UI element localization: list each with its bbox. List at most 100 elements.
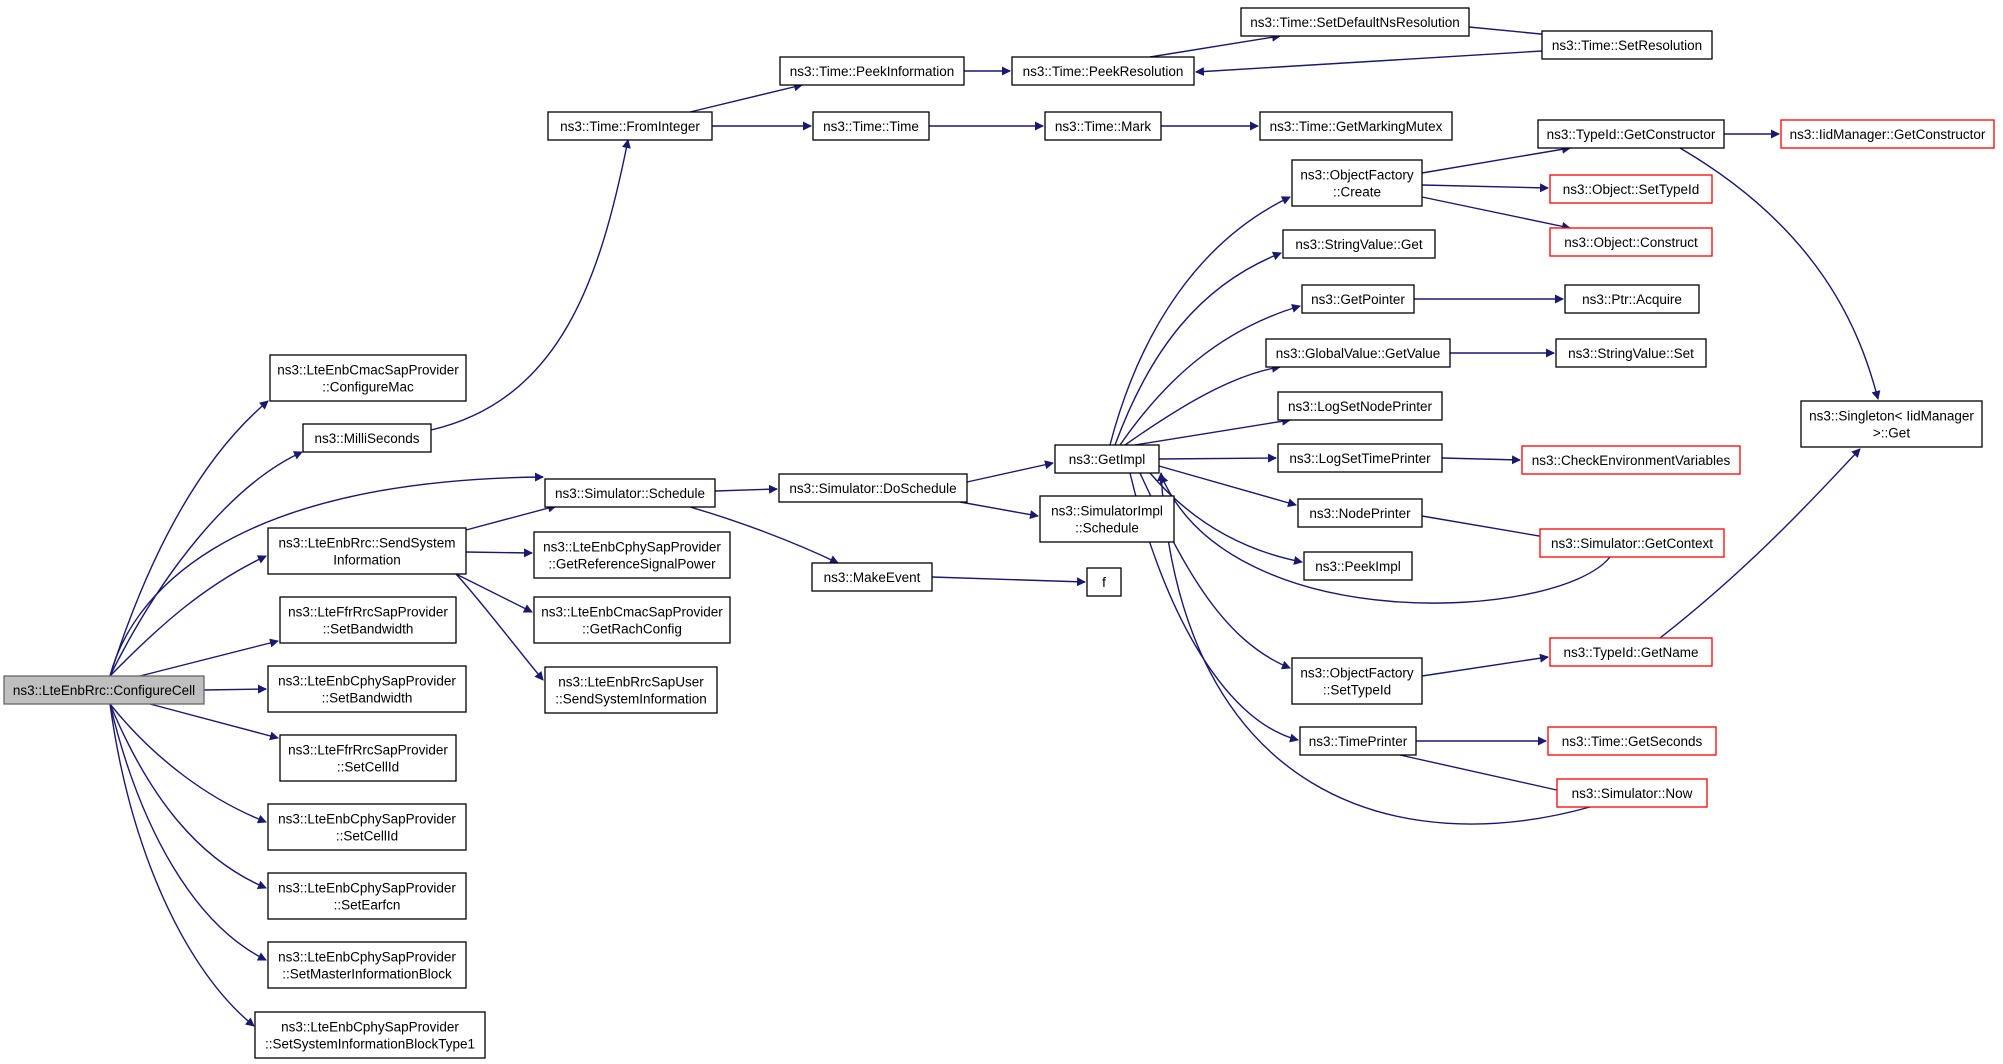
node-iidmgr_getctor[interactable]: ns3::IidManager::GetConstructor [1780,119,1995,149]
node-setres[interactable]: ns3::Time::SetResolution [1541,30,1713,60]
edge-arrow [1119,303,1301,446]
node-cphy_setearfcn[interactable]: ns3::LteEnbCphySapProvider::SetEarfcn [267,872,467,920]
node-logsettimeprinter[interactable]: ns3::LogSetTimePrinter [1277,443,1443,473]
node-sim_doschedule[interactable]: ns3::Simulator::DoSchedule [778,473,968,503]
node-typeid_getname[interactable]: ns3::TypeId::GetName [1549,637,1713,667]
node-label: ns3::MakeEvent [824,570,921,585]
node-label: ::SetMasterInformationBlock [282,967,452,982]
node-box [1297,498,1423,528]
node-box [1541,30,1713,60]
edge-root-to-milliseconds [109,451,303,677]
node-ptr_acquire[interactable]: ns3::Ptr::Acquire [1564,284,1700,314]
node-checkenv[interactable]: ns3::CheckEnvironmentVariables [1521,445,1741,475]
node-cphy_setmib[interactable]: ns3::LteEnbCphySapProvider::SetMasterInf… [267,941,467,989]
edge-arrow [959,501,1039,520]
node-ffr_setbandwidth[interactable]: ns3::LteFfrRrcSapProvider::SetBandwidth [279,596,457,644]
node-label: ::SetSystemInformationBlockType1 [265,1037,475,1052]
node-label: ns3::Ptr::Acquire [1582,292,1682,307]
node-cphy_setbandwidth[interactable]: ns3::LteEnbCphySapProvider::SetBandwidth [267,665,467,713]
node-box [1521,445,1741,475]
edge-of_create-to-obj_construct [1421,196,1571,231]
node-logsetnodeprinter[interactable]: ns3::LogSetNodePrinter [1277,391,1443,421]
edge-arrow [1158,465,1297,508]
node-label: ns3::GetPointer [1311,292,1405,307]
node-getpointer[interactable]: ns3::GetPointer [1301,284,1415,314]
node-time_time[interactable]: ns3::Time::Time [812,111,930,141]
node-root[interactable]: ns3::LteEnbRrc::ConfigureCell [3,675,205,705]
node-milliseconds[interactable]: ns3::MilliSeconds [302,423,432,453]
node-sendsysinfo[interactable]: ns3::LteEnbRrc::SendSystemInformation [267,527,467,575]
node-box [1054,444,1160,474]
node-box [533,531,731,579]
node-peekinfo[interactable]: ns3::Time::PeekInformation [779,56,965,86]
node-makeevent[interactable]: ns3::MakeEvent [811,562,933,592]
node-stringvalue_get[interactable]: ns3::StringValue::Get [1282,229,1436,259]
edge-of_create-to-obj_settypeid [1421,183,1549,193]
node-label: ns3::ObjectFactory [1300,666,1414,681]
node-label: ns3::LogSetTimePrinter [1289,451,1431,466]
node-singleton_get[interactable]: ns3::Singleton< IidManager>::Get [1800,400,1983,448]
node-of_settypeid[interactable]: ns3::ObjectFactory::SetTypeId [1291,657,1423,705]
node-box [1800,400,1983,448]
edge-arrow [1421,144,1571,174]
node-box [1780,119,1995,149]
node-fromint[interactable]: ns3::Time::FromInteger [547,111,713,141]
node-label: ns3::Simulator::Schedule [555,486,705,501]
edge-arrow [109,703,267,824]
node-stringvalue_set[interactable]: ns3::StringValue::Set [1555,338,1707,368]
node-getimpl[interactable]: ns3::GetImpl [1054,444,1160,474]
node-box [1044,111,1162,141]
node-label: ns3::ObjectFactory [1300,168,1414,183]
node-nodeprinter[interactable]: ns3::NodePrinter [1297,498,1423,528]
node-rrcsapuser_sendsi[interactable]: ns3::LteEnbRrcSapUser::SendSystemInforma… [544,666,718,714]
node-ffr_setcellid[interactable]: ns3::LteFfrRrcSapProvider::SetCellId [279,734,457,782]
node-label: ns3::TypeId::GetConstructor [1547,127,1716,142]
node-timeprinter[interactable]: ns3::TimePrinter [1299,726,1417,756]
node-box [1259,111,1453,141]
node-peekimpl[interactable]: ns3::PeekImpl [1303,551,1413,581]
edge-setres-to-peekres [1195,50,1543,77]
node-obj_settypeid[interactable]: ns3::Object::SetTypeId [1549,174,1713,204]
node-box [1555,338,1707,368]
node-label: ns3::LteEnbRrc::SendSystem [278,536,455,551]
edge-milliseconds-to-fromint [430,139,631,431]
node-cmac_getrach[interactable]: ns3::LteEnbCmacSapProvider::GetRachConfi… [533,596,731,644]
edge-arrow [1149,472,1303,565]
edge-sendsysinfo-to-cphy_getrsp [465,548,533,558]
node-obj_construct[interactable]: ns3::Object::Construct [1549,227,1713,257]
node-label: ns3::Time::SetDefaultNsResolution [1250,15,1460,30]
node-box [267,665,467,713]
node-label: ::Create [1333,185,1381,200]
edge-arrow [1134,416,1291,446]
node-box [811,562,933,592]
node-f[interactable]: f [1086,567,1122,597]
node-sim_getcontext[interactable]: ns3::Simulator::GetContext [1539,528,1725,558]
node-cphy_getrsp[interactable]: ns3::LteEnbCphySapProvider::GetReference… [533,531,731,579]
edge-root-to-ffr_setcellid [149,703,279,741]
node-simimpl_schedule[interactable]: ns3::SimulatorImpl::Schedule [1039,495,1175,543]
node-gv_getvalue[interactable]: ns3::GlobalValue::GetValue [1265,338,1451,368]
node-sim_schedule[interactable]: ns3::Simulator::Schedule [544,478,716,508]
node-cphy_setcellid[interactable]: ns3::LteEnbCphySapProvider::SetCellId [267,803,467,851]
node-cmac_configuremac[interactable]: ns3::LteEnbCmacSapProvider::ConfigureMac [269,354,467,402]
node-time_getseconds[interactable]: ns3::Time::GetSeconds [1547,726,1717,756]
edge-arrow [109,400,269,677]
node-typeid_getctor[interactable]: ns3::TypeId::GetConstructor [1537,119,1725,149]
node-label: ns3::LteEnbRrc::ConfigureCell [13,683,195,698]
edge-arrow [689,506,839,564]
edge-logsettimeprinter-to-checkenv [1441,455,1521,465]
node-sim_now[interactable]: ns3::Simulator::Now [1556,778,1708,808]
node-of_create[interactable]: ns3::ObjectFactory::Create [1291,159,1423,207]
edge-of_settypeid-to-typeid_getname [1421,653,1549,677]
node-label: ns3::TypeId::GetName [1563,645,1698,660]
node-peekres[interactable]: ns3::Time::PeekResolution [1011,56,1195,86]
edge-root-to-sendsysinfo [109,555,267,677]
node-box [1265,338,1451,368]
node-getmarkingmutex[interactable]: ns3::Time::GetMarkingMutex [1259,111,1453,141]
edge-arrow [109,703,267,890]
node-setdefaultns[interactable]: ns3::Time::SetDefaultNsResolution [1240,7,1470,37]
node-box [279,734,457,782]
node-time_mark[interactable]: ns3::Time::Mark [1044,111,1162,141]
edge-arrow [1679,147,1881,400]
node-cphy_setsib1[interactable]: ns3::LteEnbCphySapProvider::SetSystemInf… [254,1011,486,1059]
